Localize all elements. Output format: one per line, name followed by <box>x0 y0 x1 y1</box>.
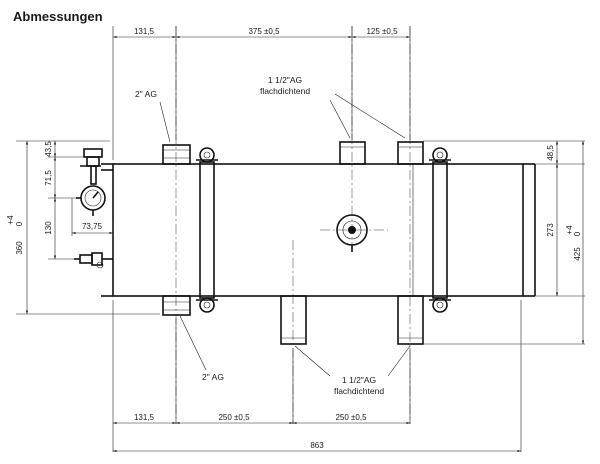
dim-right-tol-top: +4 <box>565 225 574 235</box>
bottom-left-connection <box>162 295 191 316</box>
top-mid-connection <box>339 141 366 165</box>
dim-left-tol-top: +4 <box>6 215 15 225</box>
label-top-mid-connection-line2: flachdichtend <box>260 86 310 96</box>
dim-bottom-2: 250 ±0,5 <box>218 413 250 422</box>
bottom-mid-connection <box>280 295 307 345</box>
dim-left-1: 43,5 <box>44 141 53 157</box>
dim-right-1: 48,5 <box>546 145 555 161</box>
dim-top-2: 375 ±0,5 <box>248 27 280 36</box>
dim-bottom-total: 863 <box>310 441 324 450</box>
dim-left-tol-bottom: 0 <box>15 221 24 226</box>
dimension-lines <box>25 35 585 453</box>
dim-top-3: 125 ±0,5 <box>366 27 398 36</box>
dim-bottom-1: 131,5 <box>134 413 155 422</box>
dim-left-3: 130 <box>44 221 53 235</box>
label-bottom-mid-connection-line2: flachdichtend <box>334 386 384 396</box>
bottom-right-connection <box>397 295 424 345</box>
tank-body <box>101 163 536 297</box>
top-right-connection <box>397 141 424 165</box>
label-top-mid-connection-line1: 1 1/2"AG <box>268 75 302 85</box>
dim-top-1: 131,5 <box>134 27 155 36</box>
left-bracket <box>196 147 218 313</box>
dim-right-total: 425 <box>573 247 582 261</box>
right-bracket <box>429 147 451 313</box>
dim-right-2: 273 <box>546 223 555 237</box>
dim-left-2: 71,5 <box>44 170 53 186</box>
top-left-connection <box>162 144 191 165</box>
drain-valve <box>74 252 113 269</box>
dim-bottom-3: 250 ±0,5 <box>335 413 367 422</box>
manometer <box>76 185 106 216</box>
label-bottom-mid-connection-line1: 1 1/2"AG <box>342 375 376 385</box>
sensor-fitting <box>336 214 368 252</box>
page-title: Abmessungen <box>13 9 103 24</box>
label-top-left-connection: 2" AG <box>135 89 157 99</box>
valve-assembly <box>80 148 113 185</box>
dim-left-total: 360 <box>15 241 24 255</box>
label-bottom-left-connection: 2" AG <box>202 372 224 382</box>
leader-lines <box>159 93 411 377</box>
dim-right-tol-bottom: 0 <box>573 231 582 236</box>
dim-left-4: 73,75 <box>82 222 103 231</box>
